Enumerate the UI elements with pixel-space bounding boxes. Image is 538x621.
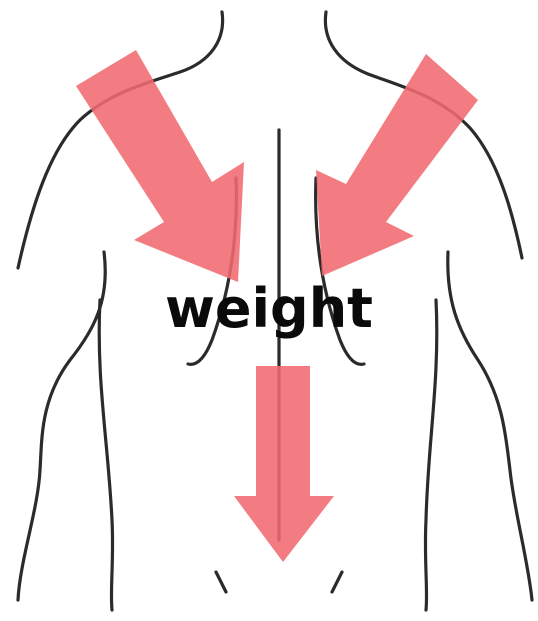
- right-arm-inner-line: [425, 300, 436, 610]
- left-hip-mark: [216, 572, 226, 592]
- left-arm-inner-line: [99, 300, 112, 610]
- left-torso-line: [18, 252, 105, 600]
- right-torso-line: [448, 252, 532, 600]
- right-shoulder-arrow: [316, 54, 478, 276]
- right-hip-mark: [332, 572, 342, 592]
- left-shoulder-arrow: [76, 50, 244, 282]
- center-arrow: [234, 366, 334, 562]
